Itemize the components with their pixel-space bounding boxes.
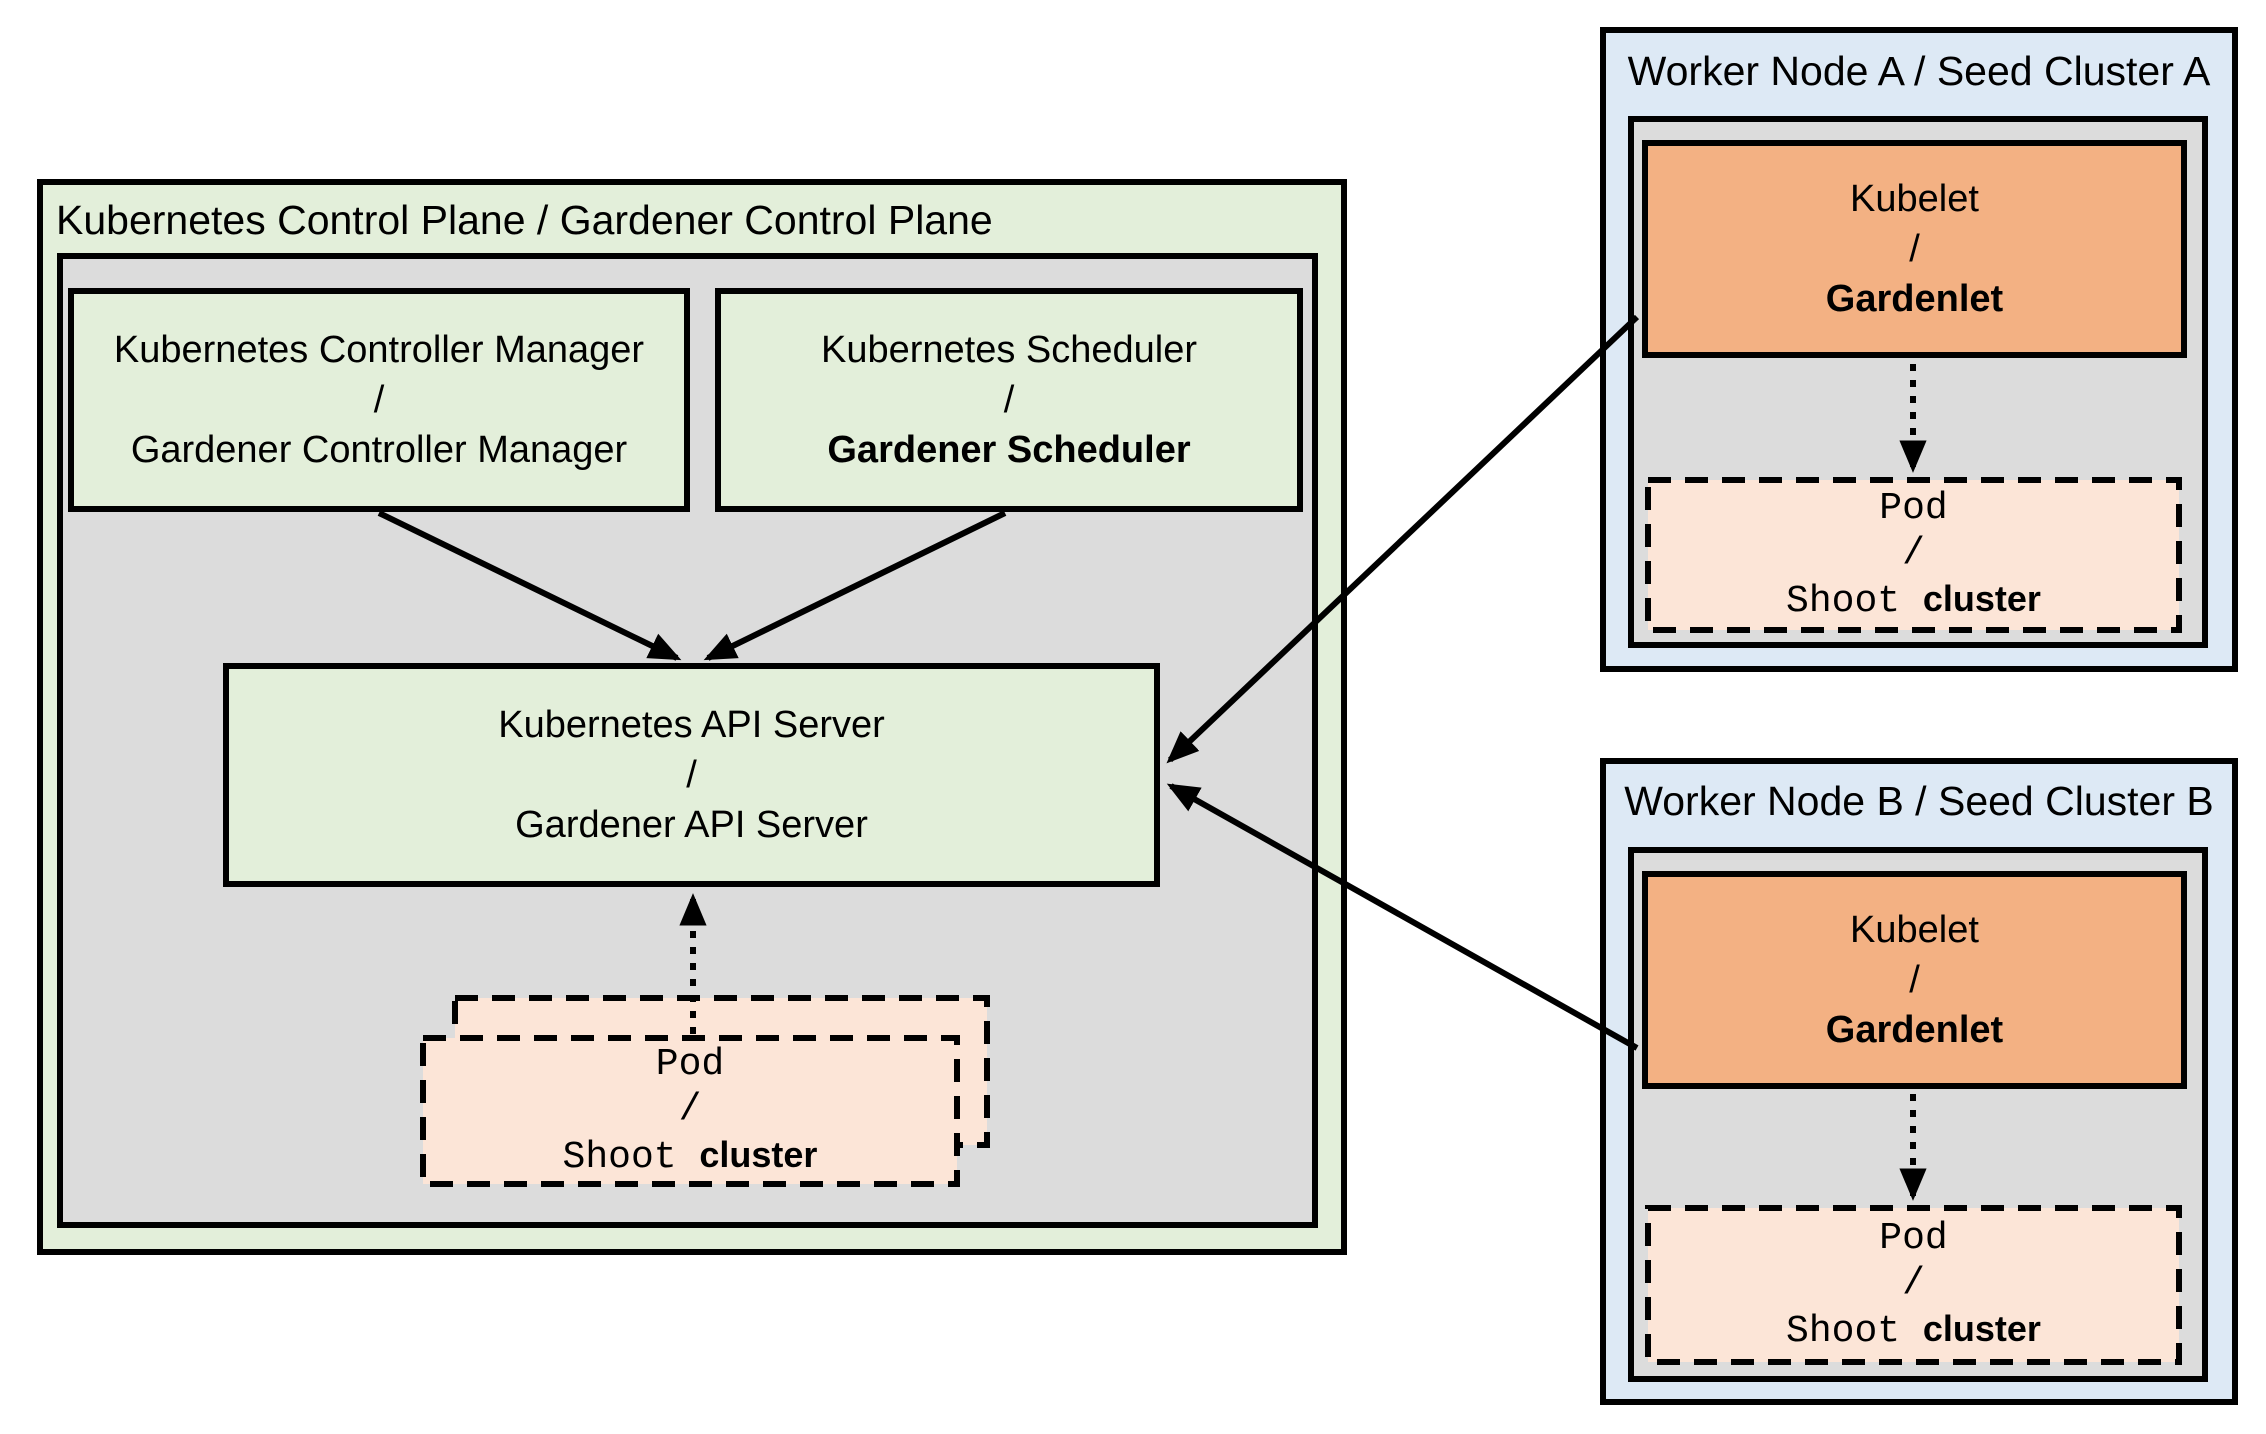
kubelet-a-box: Kubelet / Gardenlet xyxy=(1642,140,2187,358)
control-plane-title: Kubernetes Control Plane / Gardener Cont… xyxy=(56,197,993,243)
pod-b-line2-plain: cluster xyxy=(1922,1307,2041,1349)
scheduler-box: Kubernetes Scheduler / Gardener Schedule… xyxy=(715,288,1303,512)
kubelet-a-separator: / xyxy=(1909,227,1920,270)
kubelet-b-separator: / xyxy=(1909,958,1920,1001)
pod-b-line1: Pod xyxy=(1879,1216,1948,1260)
worker-node-a-title: Worker Node A / Seed Cluster A xyxy=(1627,48,2211,94)
controller-manager-box: Kubernetes Controller Manager / Gardener… xyxy=(68,288,690,512)
scheduler-separator: / xyxy=(1003,378,1015,421)
pod-line1: Pod xyxy=(655,1042,725,1086)
pod-a-line2-plain: cluster xyxy=(1922,577,2041,619)
pod-b-line2-code: Shoot xyxy=(1786,1309,1901,1353)
scheduler-line2: Gardener Scheduler xyxy=(827,429,1191,472)
pod-separator: / xyxy=(678,1088,702,1132)
api-server-separator: / xyxy=(686,753,697,796)
worker-node-b-title: Worker Node B / Seed Cluster B xyxy=(1624,778,2214,824)
pod-b-separator: / xyxy=(1902,1262,1925,1306)
pod-line2: Shoot cluster xyxy=(563,1133,818,1181)
pod-a-separator: / xyxy=(1902,532,1925,576)
pod-text-worker-a: Pod / Shoot cluster xyxy=(1645,477,2182,633)
pod-text-worker-b: Pod / Shoot cluster xyxy=(1645,1205,2182,1365)
pod-b-line2: Shoot cluster xyxy=(1786,1307,2041,1355)
scheduler-line1: Kubernetes Scheduler xyxy=(820,328,1198,371)
pod-text-control-plane: Pod / Shoot cluster xyxy=(420,1035,960,1187)
api-server-line2: Gardener API Server xyxy=(515,804,868,847)
pod-line2-plain: cluster xyxy=(699,1133,818,1175)
kubelet-a-line1: Kubelet xyxy=(1850,177,1979,220)
api-server-line1: Kubernetes API Server xyxy=(498,703,885,746)
controller-manager-separator: / xyxy=(373,378,385,421)
kubelet-a-line2: Gardenlet xyxy=(1825,278,2004,321)
pod-a-line2: Shoot cluster xyxy=(1786,577,2041,625)
api-server-box: Kubernetes API Server / Gardener API Ser… xyxy=(223,663,1160,887)
kubelet-b-line1: Kubelet xyxy=(1850,908,1979,951)
controller-manager-line1: Kubernetes Controller Manager xyxy=(113,328,645,371)
kubelet-b-box: Kubelet / Gardenlet xyxy=(1642,871,2187,1089)
pod-a-line2-code: Shoot xyxy=(1786,579,1901,623)
controller-manager-line2: Gardener Controller Manager xyxy=(130,429,628,472)
kubelet-b-line2: Gardenlet xyxy=(1825,1009,2004,1052)
pod-line2-code: Shoot xyxy=(562,1135,677,1179)
pod-a-line1: Pod xyxy=(1879,486,1948,530)
